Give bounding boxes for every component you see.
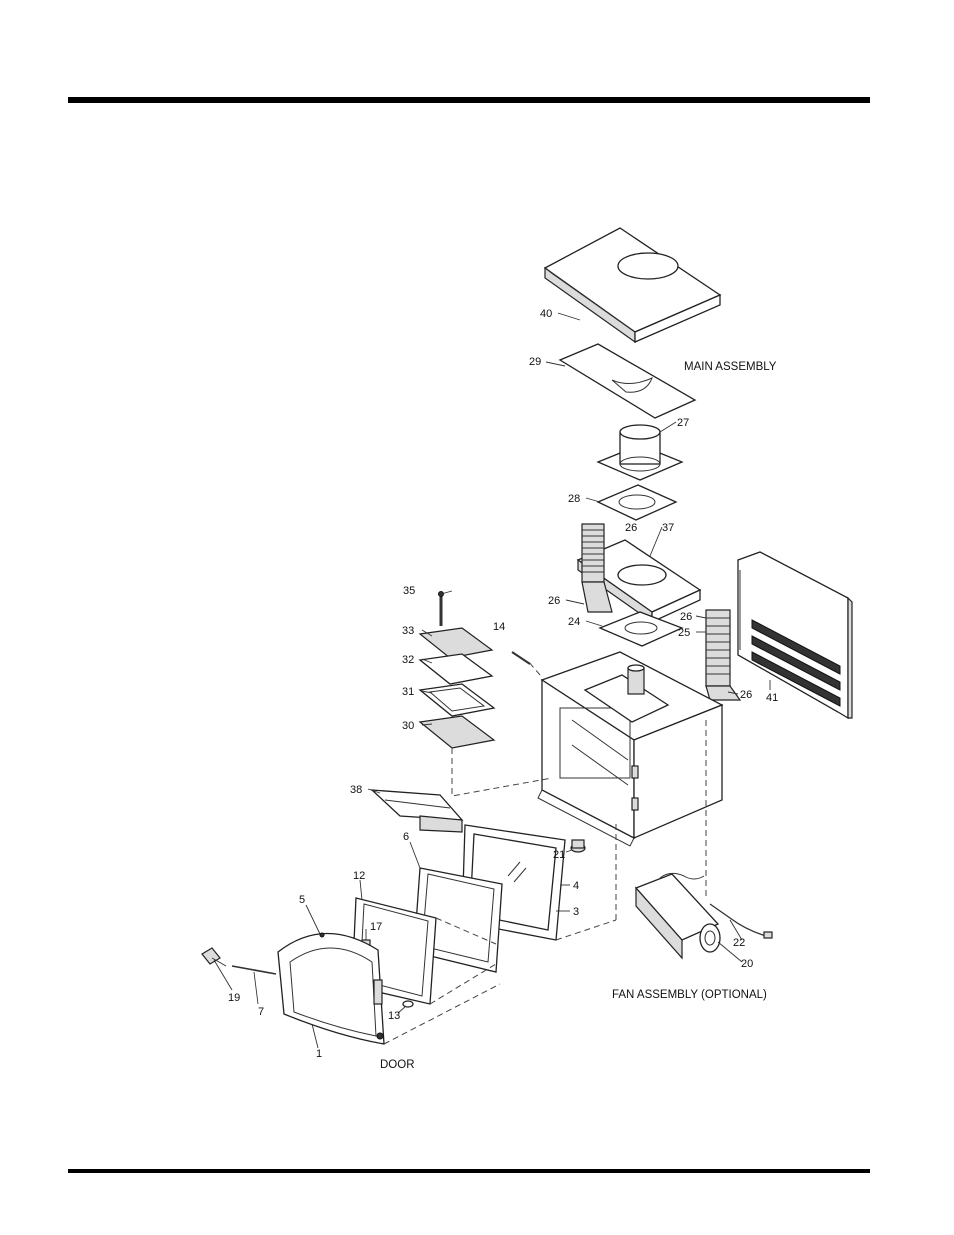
part-plate-gasket — [560, 344, 695, 418]
door-label: DOOR — [380, 1059, 415, 1071]
callout-33: 33 — [402, 625, 414, 637]
callout-32: 32 — [402, 654, 414, 666]
part-pin-5 — [320, 933, 324, 937]
callout-7: 7 — [258, 1006, 264, 1018]
part-door-1 — [278, 933, 384, 1044]
part-bolt-35 — [439, 592, 444, 627]
callout-22: 22 — [733, 937, 745, 949]
callout-12: 12 — [353, 870, 365, 882]
part-square-gasket — [598, 485, 676, 520]
part-screw-14 — [512, 652, 530, 664]
part-knob-21 — [571, 840, 585, 852]
assembly-guide-line — [452, 748, 552, 796]
callout-29: 29 — [529, 356, 541, 368]
part-frame-31 — [420, 684, 494, 716]
part-top-cover — [545, 228, 720, 342]
callout-3: 3 — [573, 906, 579, 918]
callout-27: 27 — [677, 417, 689, 429]
part-tray-30 — [420, 716, 494, 748]
callout-1: 1 — [316, 1048, 322, 1060]
part-handle-19 — [202, 948, 226, 966]
main-assembly-label: MAIN ASSEMBLY — [684, 361, 777, 373]
callout-26-duct-right: 26 — [680, 611, 692, 623]
callout-20: 20 — [741, 958, 753, 970]
callout-13: 13 — [388, 1010, 400, 1022]
part-flex-duct-right — [706, 610, 740, 700]
part-fan-housing — [636, 874, 720, 958]
callout-28: 28 — [568, 493, 580, 505]
callout-31: 31 — [402, 686, 414, 698]
callout-26-gasket: 26 — [625, 522, 637, 534]
callout-5: 5 — [299, 894, 305, 906]
part-washer-13 — [403, 1001, 413, 1007]
callout-38: 38 — [350, 784, 362, 796]
callout-30: 30 — [402, 720, 414, 732]
part-side-shield — [738, 552, 852, 718]
callout-37: 37 — [662, 522, 674, 534]
callout-24: 24 — [568, 616, 580, 628]
part-flue-collar — [598, 425, 682, 480]
fan-assembly-label: FAN ASSEMBLY (OPTIONAL) — [612, 989, 767, 1001]
callout-6: 6 — [403, 831, 409, 843]
callout-4: 4 — [573, 880, 579, 892]
part-firebox — [538, 652, 722, 846]
callout-35: 35 — [403, 585, 415, 597]
part-airwash-38 — [372, 790, 462, 832]
callout-25: 25 — [678, 627, 690, 639]
callout-40: 40 — [540, 308, 552, 320]
part-plate-32 — [420, 654, 492, 684]
callout-21: 21 — [553, 849, 565, 861]
callout-41: 41 — [766, 692, 778, 704]
callout-26-shield: 26 — [740, 689, 752, 701]
callout-17: 17 — [370, 921, 382, 933]
callout-19: 19 — [228, 992, 240, 1004]
callout-26-duct-left: 26 — [548, 595, 560, 607]
part-gasket-24 — [600, 612, 682, 646]
part-plate-33 — [420, 628, 492, 658]
callout-14: 14 — [493, 621, 505, 633]
